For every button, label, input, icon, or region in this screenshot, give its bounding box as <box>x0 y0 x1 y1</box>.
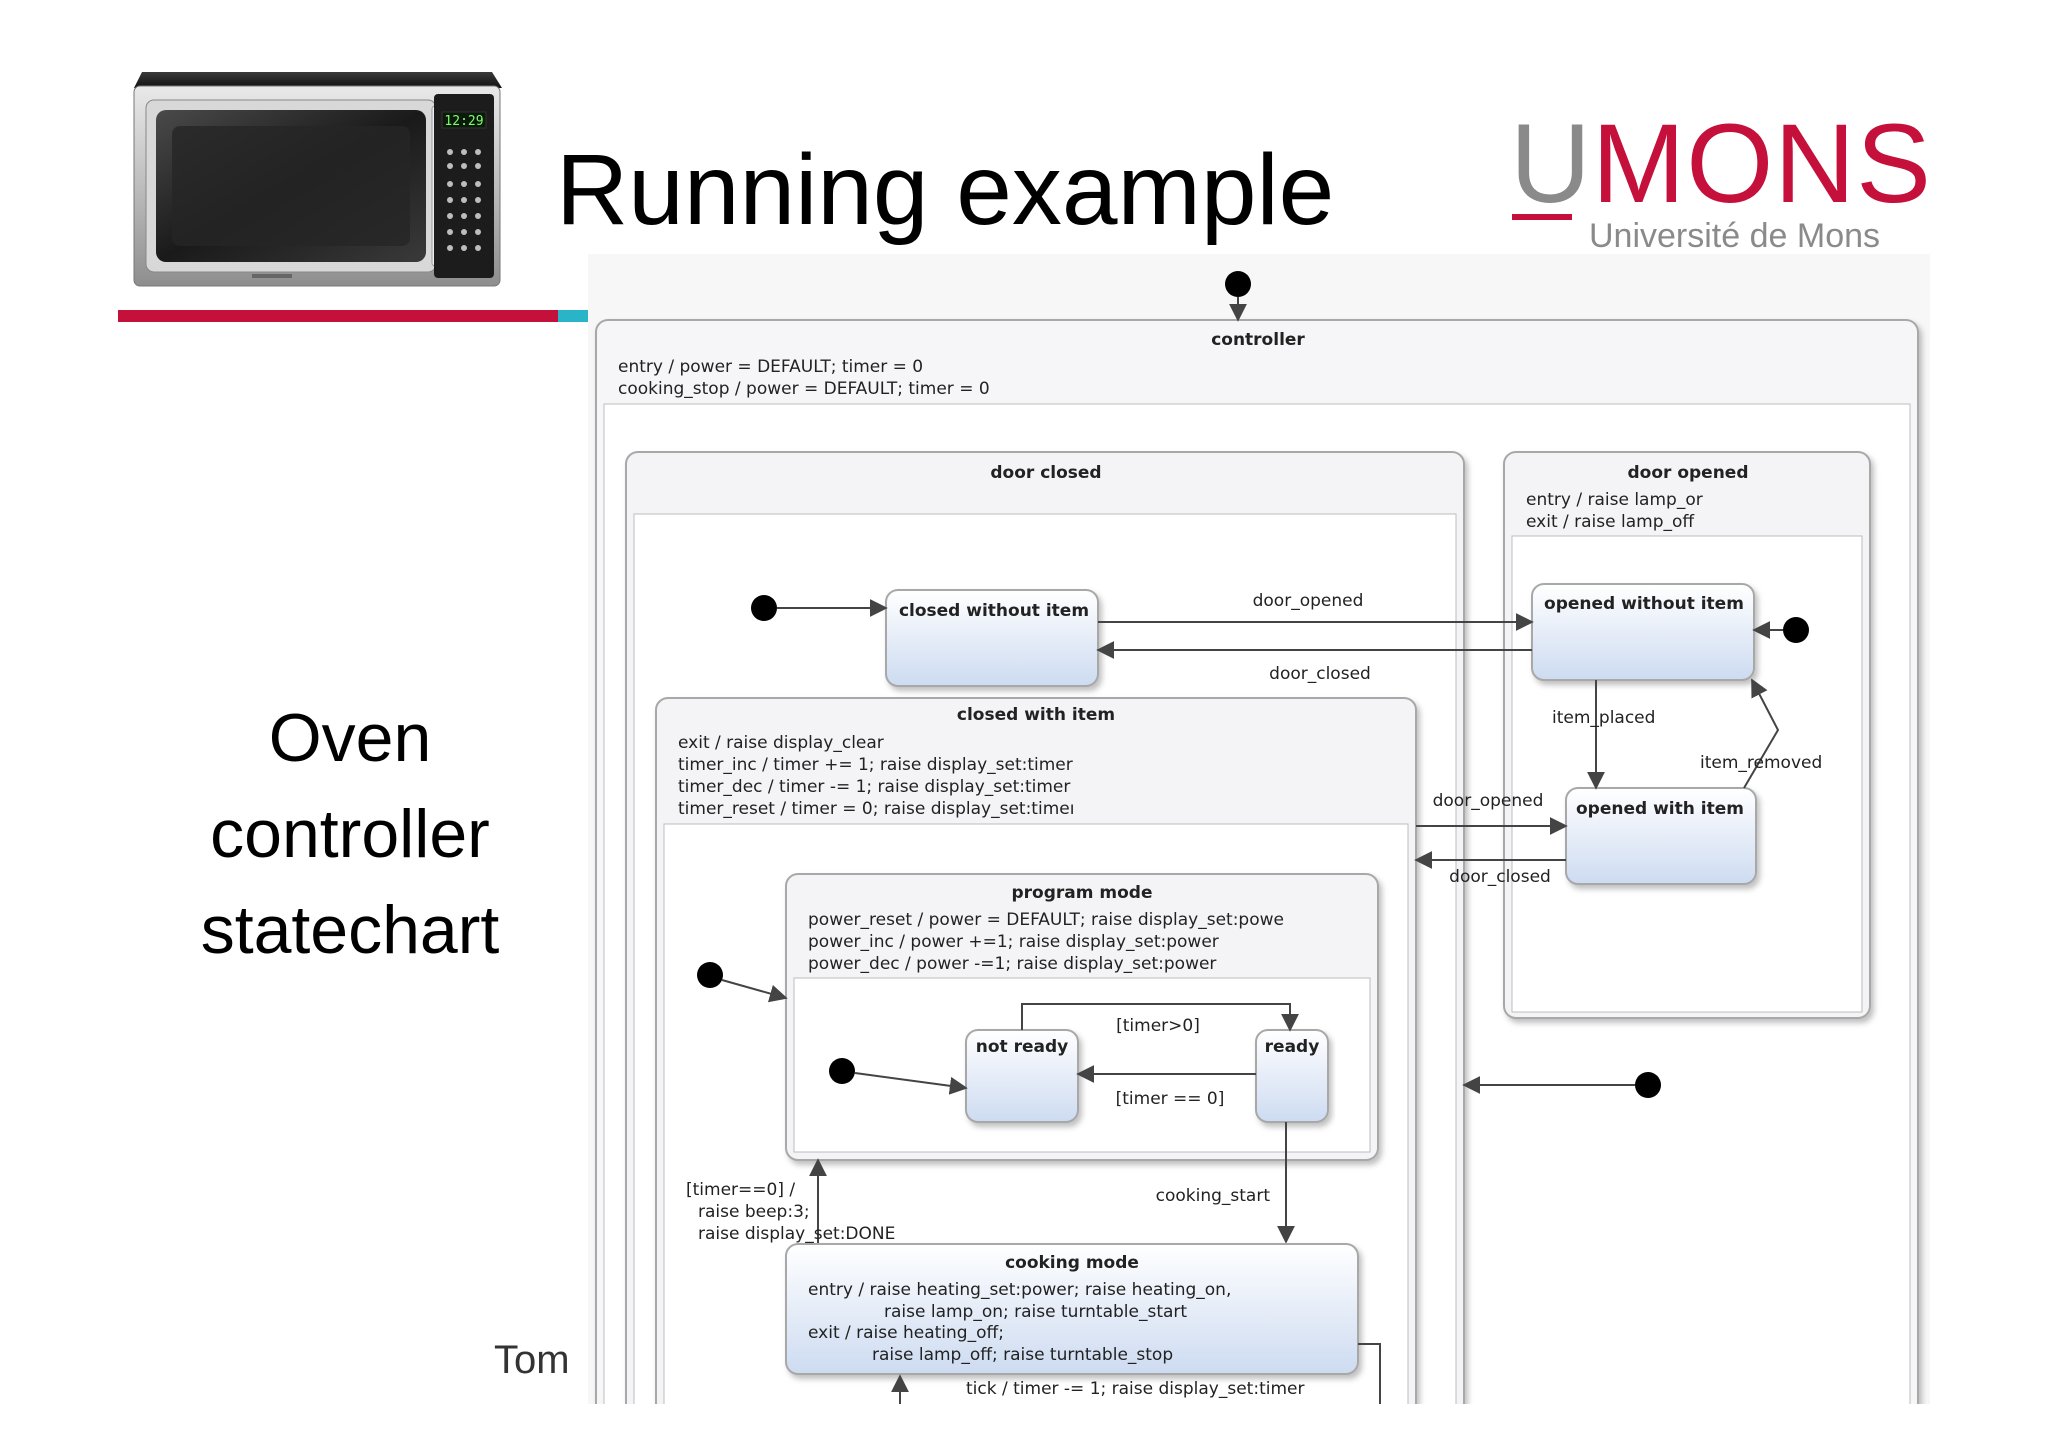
initial-node <box>1635 1072 1661 1098</box>
state-action: entry / power = DEFAULT; timer = 0 <box>618 357 923 377</box>
state-name: program mode <box>1012 883 1153 903</box>
state-ready: ready <box>1255 1029 1329 1123</box>
state-name: controller <box>1211 330 1305 350</box>
state-not-ready: not ready <box>965 1029 1079 1123</box>
side-title-line: Oven <box>268 700 432 776</box>
transition-label: tick / timer -= 1; raise display_set:tim… <box>966 1379 1304 1399</box>
state-action: power_dec / power -=1; raise display_set… <box>808 954 1216 974</box>
initial-node <box>697 962 723 988</box>
side-title-line: controller <box>210 796 490 872</box>
state-closed-without-item: closed without item <box>885 589 1099 687</box>
transition-label: [timer == 0] <box>1116 1089 1225 1109</box>
state-action: exit / raise display_clear <box>678 733 884 753</box>
state-opened-without-item: opened without item <box>1531 583 1755 681</box>
state-action: power_inc / power +=1; raise display_set… <box>808 932 1219 952</box>
state-name: cooking mode <box>1005 1253 1139 1273</box>
state-action: entry / raise lamp_or <box>1526 490 1703 510</box>
transition-label: item_removed <box>1700 753 1822 773</box>
side-title: Oven controller statechart <box>110 690 590 978</box>
state-name: closed without item <box>899 601 1089 621</box>
logo-letters: MONS <box>1591 101 1932 226</box>
logo-letter-u: U <box>1510 101 1592 226</box>
transition-label: [timer==0] / <box>686 1180 795 1200</box>
state-name: closed with item <box>957 705 1115 725</box>
initial-node <box>751 595 777 621</box>
initial-node <box>1225 271 1251 297</box>
state-name: opened with item <box>1576 799 1744 819</box>
state-action: raise lamp_on; raise turntable_start <box>884 1302 1187 1322</box>
transition-arrow <box>854 1072 968 1095</box>
transition-label: [timer>0] <box>1116 1016 1200 1036</box>
state-action: cooking_stop / power = DEFAULT; timer = … <box>618 379 990 399</box>
state-action: entry / raise heating_set:power; raise h… <box>808 1280 1231 1300</box>
transition-arrow <box>1358 1343 1381 1404</box>
state-name: opened without item <box>1544 594 1744 614</box>
state-name: not ready <box>976 1037 1068 1057</box>
state-action: timer_reset / timer = 0; raise display_s… <box>678 799 1074 819</box>
initial-node <box>1783 617 1809 643</box>
transition-arrow <box>1021 1003 1299 1032</box>
slide-title: Running example <box>556 134 1335 246</box>
initial-node <box>829 1058 855 1084</box>
transition-label: door_closed <box>1269 664 1371 684</box>
transition-arrow <box>1743 678 1780 789</box>
accent-bar-cyan <box>558 310 588 322</box>
microwave-image: 12:29 <box>133 72 502 287</box>
transition-label: item_placed <box>1552 708 1655 728</box>
state-name: door opened <box>1627 463 1748 483</box>
state-action: raise lamp_off; raise turntable_stop <box>872 1345 1173 1365</box>
state-action: timer_inc / timer += 1; raise display_se… <box>678 755 1073 775</box>
accent-bar-red <box>118 310 558 322</box>
state-cooking-mode: cooking mode entry / raise heating_set:p… <box>785 1243 1359 1375</box>
transition-label: cooking_start <box>1156 1186 1271 1206</box>
transition-label: door_closed <box>1449 867 1551 887</box>
side-title-line: statechart <box>200 892 500 968</box>
logo-subtitle: Université de Mons <box>1589 217 1881 255</box>
state-opened-with-item: opened with item <box>1565 787 1757 885</box>
transition-label: raise beep:3; <box>698 1202 810 1222</box>
state-action: timer_dec / timer -= 1; raise display_se… <box>678 777 1070 797</box>
state-action: exit / raise lamp_off <box>1526 512 1695 532</box>
state-name: ready <box>1265 1037 1320 1057</box>
state-door-opened: door opened entry / raise lamp_or exit /… <box>1503 451 1871 1019</box>
umons-logo: UMONS <box>1510 108 1932 220</box>
transition-label: door_opened <box>1253 591 1364 611</box>
microwave-display: 12:29 <box>444 114 483 129</box>
state-action: power_reset / power = DEFAULT; raise dis… <box>808 910 1284 930</box>
logo-underline <box>1512 214 1572 220</box>
state-action: exit / raise heating_off; <box>808 1323 1004 1343</box>
transition-label: raise display_set:DONE <box>698 1224 895 1244</box>
transition-arrow <box>721 979 788 1003</box>
state-name: door closed <box>990 463 1101 483</box>
transition-label: door_opened <box>1433 791 1544 811</box>
author-name: Tom <box>494 1338 570 1382</box>
